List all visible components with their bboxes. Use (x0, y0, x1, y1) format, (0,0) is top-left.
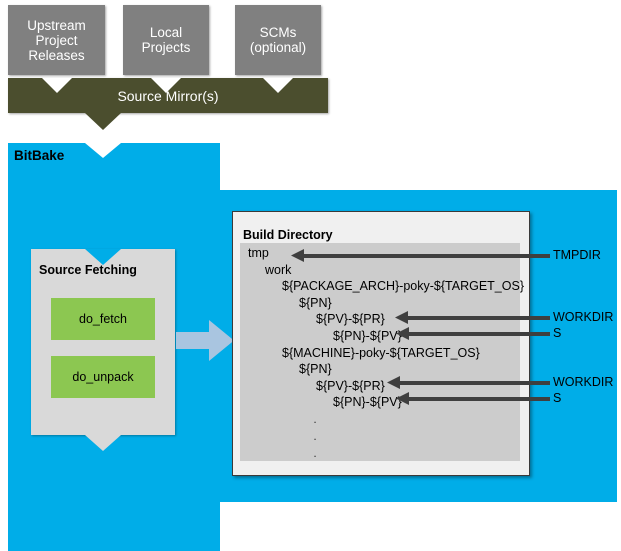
source-line: SCMs (259, 25, 297, 40)
source-line: Upstream (27, 17, 86, 33)
connector-line-tmpdir (296, 254, 550, 258)
build-directory-tree: tmp work ${PACKAGE_ARCH}-poky-${TARGET_OS}… (240, 245, 524, 462)
tree-node: ${PACKAGE_ARCH}-poky-${TARGET_OS} (282, 279, 524, 294)
variable-label-workdir-2: WORKDIR (553, 375, 614, 389)
source-fetching-panel (31, 249, 175, 435)
source-line: Local (149, 25, 183, 40)
tree-ellipsis-dot: . (313, 411, 317, 426)
down-arrow-icon-mirror-to-bitbake (85, 113, 121, 130)
build-directory-title: Build Directory (243, 228, 333, 242)
tree-ellipsis-dot: . (313, 445, 317, 460)
tree-node: ${PN}-${PV} (333, 395, 402, 410)
connector-line-workdir-2 (392, 381, 550, 385)
tree-node: ${PN}-${PV} (333, 328, 402, 343)
tree-ellipsis-dot: . (313, 428, 317, 443)
task-label-do-fetch: do_fetch (79, 312, 127, 326)
variable-label-workdir-1: WORKDIR (553, 310, 614, 324)
task-box-do-fetch: do_fetch (51, 298, 155, 340)
bitbake-label: BitBake (14, 148, 65, 163)
source-fetching-title: Source Fetching (39, 263, 137, 277)
source-mirrors-label: Source Mirror(s) (117, 87, 219, 104)
task-box-do-unpack: do_unpack (51, 356, 155, 398)
source-line: Projects (141, 40, 191, 55)
tree-node: ${PV}-${PR} (316, 312, 385, 327)
connector-line-workdir-1 (400, 316, 550, 320)
tree-node: ${MACHINE}-poky-${TARGET_OS} (282, 345, 480, 360)
variable-label-tmpdir: TMPDIR (553, 248, 601, 262)
source-box-local-projects: Local Projects (123, 5, 209, 75)
tree-node: ${PN} (299, 362, 332, 377)
source-line: (optional) (249, 40, 307, 55)
tree-node: work (265, 262, 292, 277)
source-line: Project (35, 32, 78, 48)
source-box-local-label: Local Projects (142, 25, 191, 55)
variable-label-s-1: S (553, 326, 562, 340)
source-box-upstream-project-releases: Upstream Project Releases (8, 5, 105, 75)
source-box-scms-optional: SCMs (optional) (235, 5, 321, 75)
variable-label-s-2: S (553, 391, 562, 405)
tree-node: tmp (248, 246, 269, 260)
connector-line-s-1 (401, 332, 550, 336)
tree-node: ${PN} (299, 295, 332, 310)
source-box-scms-label: SCMs (optional) (250, 25, 306, 55)
build-directory-tree-panel (240, 243, 520, 461)
tree-node: ${PV}-${PR} (316, 378, 385, 393)
source-line: Releases (28, 47, 85, 63)
connector-line-s-2 (401, 397, 550, 401)
task-label-do-unpack: do_unpack (72, 370, 134, 384)
source-box-upstream-label: Upstream Project Releases (27, 18, 86, 63)
